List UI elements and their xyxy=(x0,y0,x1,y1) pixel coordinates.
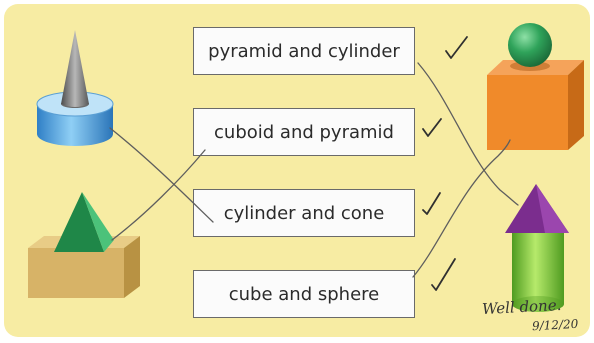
label-box-1[interactable]: pyramid and cylinder xyxy=(193,27,415,75)
label-text-4: cube and sphere xyxy=(228,283,380,305)
handwritten-date: 9/12/20 xyxy=(531,316,579,334)
label-box-4[interactable]: cube and sphere xyxy=(193,270,415,318)
label-text-3: cylinder and cone xyxy=(223,202,385,224)
label-text-2: cuboid and pyramid xyxy=(214,121,394,143)
label-box-3[interactable]: cylinder and cone xyxy=(193,189,415,237)
label-box-2[interactable]: cuboid and pyramid xyxy=(193,108,415,156)
label-text-1: pyramid and cylinder xyxy=(208,40,400,62)
